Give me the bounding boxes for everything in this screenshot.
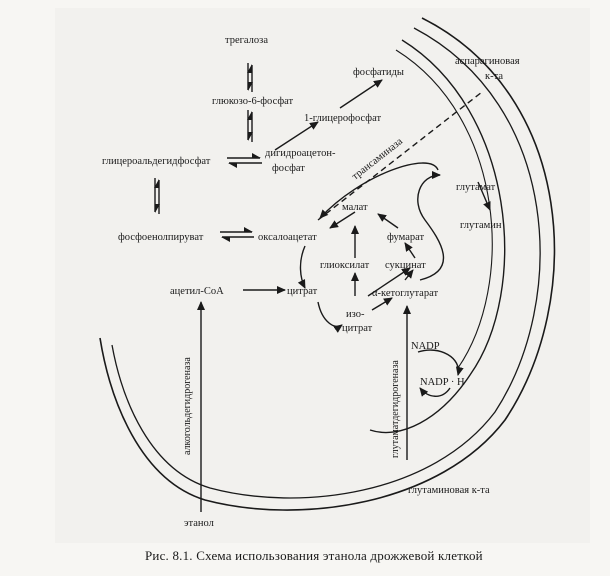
label-glyceraldehyde-phosphate: глицероальдегидфосфат: [102, 156, 211, 167]
label-alpha-ketoglutarate: α-кетоглутарат: [372, 288, 438, 299]
cell-wall: [99, 17, 556, 511]
label-ethanol: этанол: [184, 518, 214, 529]
label-glutamate: глутамат: [456, 182, 496, 193]
label-glutamine: глутамин: [460, 220, 502, 231]
labels: трегалоза глюкозо-6-фосфат фосфатиды асп…: [102, 35, 520, 529]
label-nadph: NADP · H: [420, 377, 465, 388]
label-glyoxylate: глиоксилат: [320, 260, 370, 271]
label-trehalose: трегалоза: [225, 35, 268, 46]
label-glutamic-acid: глутаминовая к-та: [408, 485, 490, 496]
label-dhap-1: дигидроацетон-: [265, 148, 336, 159]
label-asparaginic-acid-1: аспарагиновая: [455, 56, 520, 67]
label-alcohol-dehydrogenase: алкогольдегидрогеназа: [182, 357, 193, 455]
label-citrate: цитрат: [287, 286, 318, 297]
label-glycerophosphate: 1-глицерофосфат: [304, 113, 381, 124]
label-asparaginic-acid-2: к-та: [485, 71, 503, 82]
label-malate: малат: [342, 202, 368, 213]
label-dhap-2: фосфат: [272, 163, 305, 174]
label-succinate: сукцинат: [385, 260, 426, 271]
label-isocitrate-2: цитрат: [342, 323, 373, 334]
label-isocitrate-1: изо-: [346, 309, 365, 320]
label-acetyl-coa: ацетил-СоА: [170, 286, 224, 297]
label-oxaloacetate: оксалоацетат: [258, 232, 317, 243]
label-glutamate-dehydrogenase: глутаматдегидрогеназа: [390, 360, 401, 458]
ethanol-metabolism-diagram: трегалоза глюкозо-6-фосфат фосфатиды асп…: [99, 17, 556, 529]
label-nadp: NADP: [411, 341, 440, 352]
label-phosphoenolpyruvate: фосфоенолпируват: [118, 232, 204, 243]
figure-caption: Рис. 8.1. Схема использования этанола др…: [145, 548, 483, 563]
label-phosphatides: фосфатиды: [353, 67, 404, 78]
label-glucose-6-phosphate: глюкозо-6-фосфат: [212, 96, 294, 107]
label-transaminase: трансаминаза: [350, 136, 405, 182]
arrows: [154, 63, 491, 512]
label-fumarate: фумарат: [387, 232, 425, 243]
